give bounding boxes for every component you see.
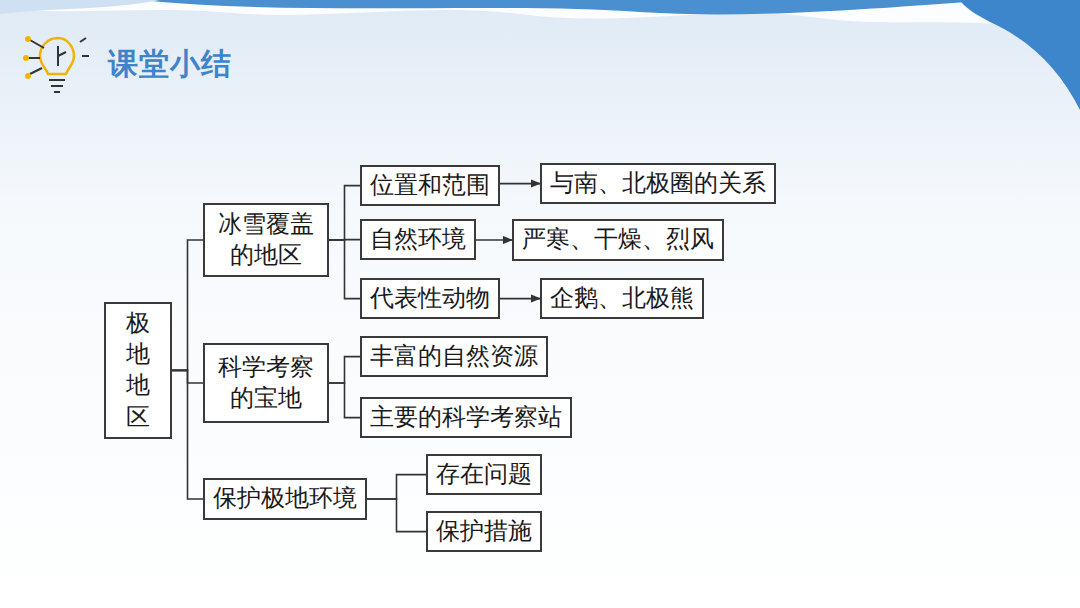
box-label: 严寒、干燥、烈风 (522, 224, 714, 255)
box-label: 极地地区 (116, 308, 160, 433)
box-label: 保护措施 (436, 516, 532, 547)
topic-box: 主要的科学考察站 (360, 397, 572, 438)
box-label: 丰富的自然资源 (370, 341, 538, 372)
corner-wave (960, 0, 1080, 110)
topic-box: 自然环境 (360, 219, 476, 260)
topic-box: 丰富的自然资源 (360, 336, 548, 377)
bracket-line (329, 383, 360, 418)
box-label: 存在问题 (436, 459, 532, 490)
top-wave (140, 0, 1000, 14)
topic-box: 保护措施 (426, 511, 542, 552)
topic-box: 与南、北极圈的关系 (540, 163, 776, 204)
arrow-connector (476, 239, 512, 241)
bracket-line (172, 240, 203, 370)
bracket-line (329, 240, 360, 299)
topic-box: 科学考察的宝地 (203, 343, 329, 423)
box-label: 与南、北极圈的关系 (550, 168, 766, 199)
arrow-connector (500, 298, 540, 300)
box-label: 自然环境 (370, 224, 466, 255)
box-label: 科学考察的宝地 (213, 352, 319, 414)
topic-box: 企鹅、北极熊 (540, 278, 704, 319)
topic-box: 严寒、干燥、烈风 (512, 219, 724, 261)
topic-box: 位置和范围 (360, 165, 500, 206)
idea-icon (23, 36, 89, 92)
bracket-line (329, 357, 360, 383)
topic-box: 冰雪覆盖的地区 (203, 203, 329, 277)
bracket-line (367, 499, 426, 532)
arrow-connector (500, 183, 540, 185)
bracket-line (329, 186, 360, 240)
topic-box: 存在问题 (426, 454, 542, 495)
topic-box: 极地地区 (104, 302, 172, 439)
top-wave-light (0, 0, 160, 14)
bracket-line (172, 370, 203, 499)
box-label: 主要的科学考察站 (370, 402, 562, 433)
box-label: 位置和范围 (370, 170, 490, 201)
box-label: 代表性动物 (370, 283, 490, 314)
box-label: 冰雪覆盖的地区 (213, 209, 319, 271)
topic-box: 代表性动物 (360, 278, 500, 319)
bracket-line (367, 475, 426, 499)
slide-title: 课堂小结 (108, 44, 232, 85)
box-label: 企鹅、北极熊 (550, 283, 694, 314)
box-label: 保护极地环境 (213, 483, 357, 514)
topic-box: 保护极地环境 (203, 478, 367, 520)
cloud-band (0, 0, 1080, 40)
